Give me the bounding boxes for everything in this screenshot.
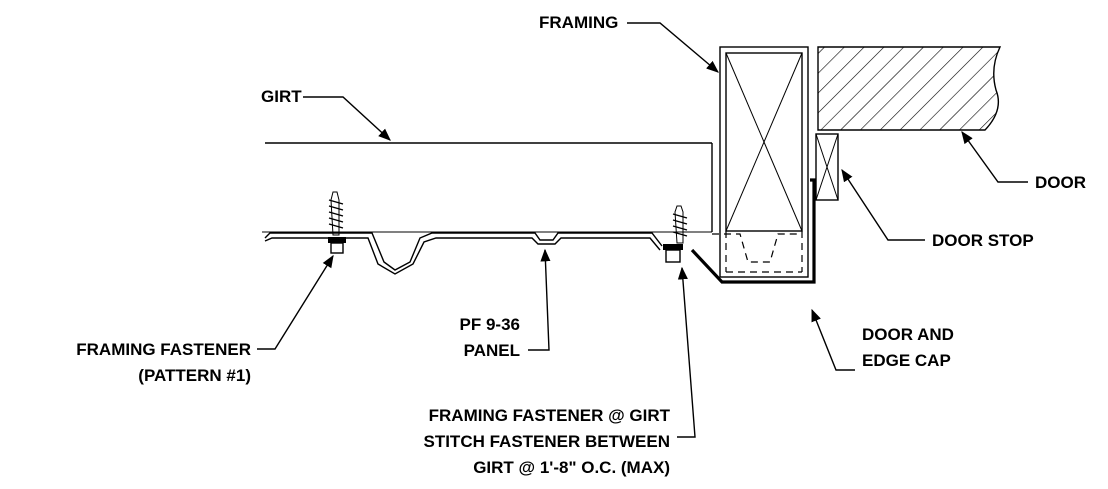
label-girt: GIRT <box>261 87 302 106</box>
label-girt-fastener-1: FRAMING FASTENER @ GIRT <box>428 406 670 425</box>
girt-member <box>262 142 713 233</box>
label-framing: FRAMING <box>539 13 619 32</box>
label-door-stop: DOOR STOP <box>932 231 1034 250</box>
label-door: DOOR <box>1035 173 1086 192</box>
label-door-and-edge-cap-2: EDGE CAP <box>862 351 951 370</box>
label-framing-fastener-2: (PATTERN #1) <box>138 366 251 385</box>
door-member <box>817 46 1002 131</box>
framing-fastener-2 <box>663 205 688 263</box>
door-and-edge-cap <box>690 178 816 284</box>
label-girt-fastener-3: GIRT @ 1'-8" O.C. (MAX) <box>473 458 670 477</box>
door-stop-member <box>815 133 839 201</box>
framing-member <box>719 46 809 278</box>
label-girt-fastener-2: STITCH FASTENER BETWEEN <box>423 432 670 451</box>
panel-profile-hidden <box>712 233 802 263</box>
label-door-and-edge-cap-1: DOOR AND <box>862 325 954 344</box>
pf-panel-profile <box>264 232 663 275</box>
framing-fastener-1 <box>328 191 346 254</box>
leader-lines <box>257 22 1028 438</box>
label-panel-1: PF 9-36 <box>459 315 520 334</box>
label-panel-2: PANEL <box>463 341 520 360</box>
label-framing-fastener-1: FRAMING FASTENER <box>76 340 251 359</box>
